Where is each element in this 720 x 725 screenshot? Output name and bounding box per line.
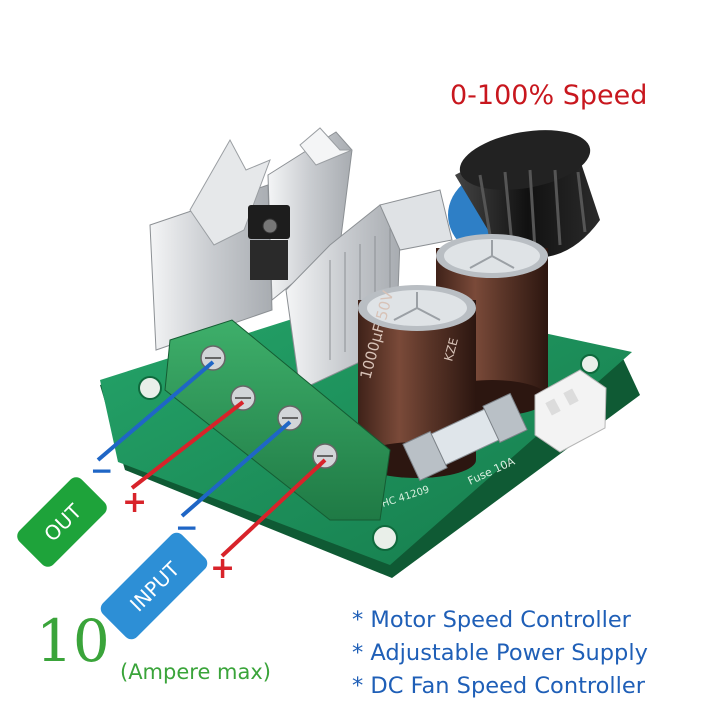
input-positive-sign: + bbox=[210, 551, 235, 586]
input-negative-wire bbox=[180, 420, 292, 518]
speed-range-caption: 0-100% Speed bbox=[450, 80, 648, 111]
speed-knob bbox=[448, 130, 600, 263]
out-positive-sign: + bbox=[122, 485, 147, 520]
connector bbox=[534, 369, 607, 453]
feature-list: * Motor Speed Controller * Adjustable Po… bbox=[352, 604, 712, 703]
out-negative-sign: − bbox=[90, 454, 113, 487]
output-positive-wire bbox=[130, 400, 245, 490]
out-badge: OUT bbox=[17, 477, 107, 567]
output-negative-wire bbox=[96, 360, 215, 462]
feature-item: * Adjustable Power Supply bbox=[352, 640, 648, 666]
max-current-value: 10 bbox=[36, 607, 110, 675]
feature-item: * Motor Speed Controller bbox=[352, 607, 631, 633]
mount-hole bbox=[580, 354, 600, 374]
input-badge: INPUT bbox=[100, 532, 208, 640]
mount-hole bbox=[372, 525, 398, 551]
input-positive-wire bbox=[220, 458, 327, 558]
feature-item: * DC Fan Speed Controller bbox=[352, 673, 646, 699]
capacitor-series: KZE bbox=[441, 336, 461, 362]
wires bbox=[96, 360, 327, 558]
mount-hole bbox=[138, 376, 162, 400]
heatsink-left bbox=[149, 127, 353, 351]
max-current-unit: (Ampere max) bbox=[120, 660, 271, 684]
terminal-block bbox=[164, 319, 391, 521]
